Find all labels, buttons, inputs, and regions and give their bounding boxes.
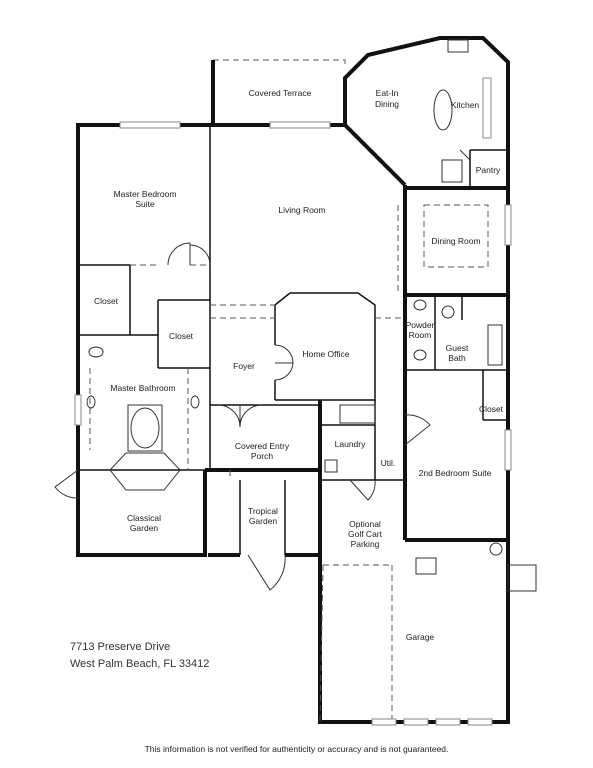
- fixtures: [86, 39, 503, 575]
- label-master-bedroom: Master Bedroom: [114, 189, 177, 199]
- label-dining-room: Dining Room: [431, 236, 480, 246]
- interior-walls: [78, 125, 508, 555]
- label-closet-center: Closet: [169, 331, 194, 341]
- shower: [109, 452, 181, 491]
- doors: [54, 149, 537, 592]
- label-kitchen: Kitchen: [451, 100, 480, 110]
- guest-shower: [487, 324, 503, 366]
- stove: [447, 39, 469, 53]
- label-second-bedroom: 2nd Bedroom Suite: [419, 468, 492, 478]
- label-tropical: Tropical: [248, 506, 278, 516]
- tub-surround: [127, 404, 163, 452]
- label-eat-in: Eat-In: [376, 88, 399, 98]
- label-eat-in-dining: Dining: [375, 99, 399, 109]
- label-classical-garden: Garden: [130, 523, 159, 533]
- master-sink-right: [190, 395, 200, 409]
- guest-toilet: [441, 305, 455, 319]
- address-line-2: West Palm Beach, FL 33412: [70, 658, 210, 670]
- room-labels: Covered Terrace Eat-In Dining Kitchen Pa…: [94, 88, 504, 642]
- label-covered-terrace: Covered Terrace: [249, 88, 312, 98]
- powder-sink: [413, 349, 427, 361]
- label-util: Util.: [381, 458, 396, 468]
- label-master-bedroom-suite: Suite: [135, 199, 155, 209]
- label-golf-cart: Golf Cart: [348, 529, 383, 539]
- label-powder: Powder: [406, 320, 435, 330]
- label-closet-left: Closet: [94, 296, 119, 306]
- laundry-shelf: [339, 404, 376, 424]
- label-foyer: Foyer: [233, 361, 255, 371]
- label-classical: Classical: [127, 513, 161, 523]
- label-garage: Garage: [406, 632, 435, 642]
- pantry-shelf: [441, 159, 463, 183]
- attic-hatch: [415, 557, 437, 575]
- windows: [74, 77, 512, 726]
- label-home-office: Home Office: [302, 349, 349, 359]
- label-covered-entry: Covered Entry: [235, 441, 290, 451]
- label-tropical-garden: Garden: [249, 516, 278, 526]
- label-pantry: Pantry: [476, 165, 501, 175]
- label-optional: Optional: [349, 519, 381, 529]
- label-parking: Parking: [351, 539, 380, 549]
- address-line-1: 7713 Preserve Drive: [70, 641, 171, 653]
- label-master-bathroom: Master Bathroom: [110, 383, 175, 393]
- label-guest: Guest: [446, 343, 469, 353]
- water-heater: [324, 459, 338, 473]
- label-living-room: Living Room: [278, 205, 325, 215]
- label-covered-entry-porch: Porch: [251, 451, 273, 461]
- label-guest-bath: Bath: [448, 353, 466, 363]
- dashed-openings: [89, 204, 489, 723]
- label-laundry: Laundry: [335, 439, 366, 449]
- label-powder-room: Room: [409, 330, 432, 340]
- master-toilet: [88, 346, 104, 358]
- powder-toilet: [413, 299, 427, 311]
- kitchen-island: [433, 89, 453, 131]
- bathtub: [130, 407, 160, 449]
- disclaimer: This information is not verified for aut…: [144, 744, 449, 754]
- exterior-walls: [76, 36, 510, 724]
- label-closet-right: Closet: [479, 404, 504, 414]
- master-sink-left: [86, 395, 96, 409]
- garage-fixture: [489, 542, 503, 556]
